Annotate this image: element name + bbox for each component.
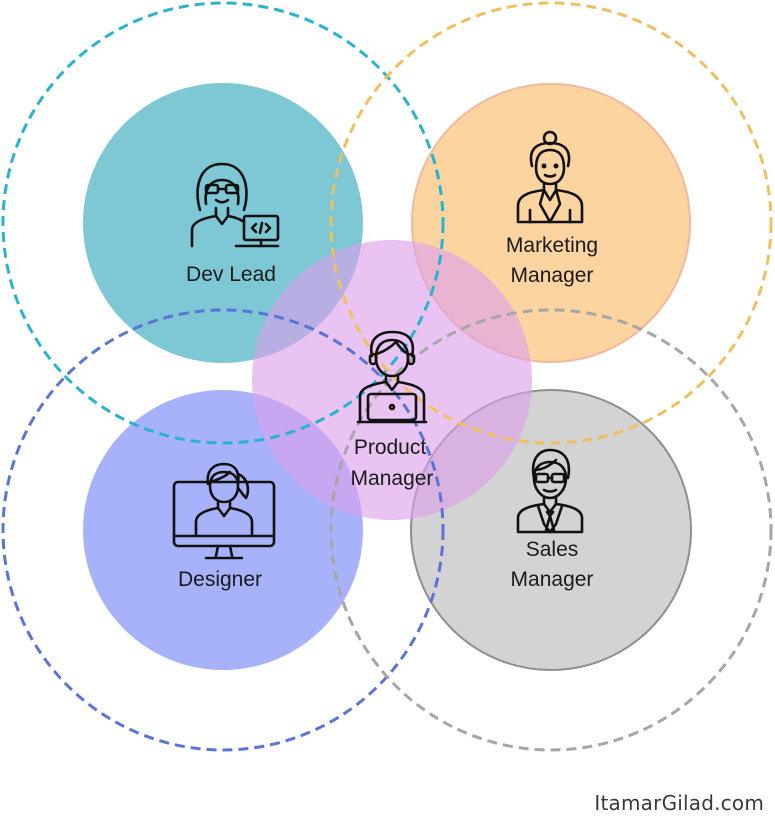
website-credit: ItamarGilad.com <box>594 791 764 815</box>
businesswoman-icon <box>516 130 584 224</box>
product-manager-label-line1: Product <box>354 436 427 459</box>
marketing-manager-label-line1: Marketing <box>506 234 598 257</box>
person-at-laptop-icon <box>356 330 428 424</box>
sales-influence-ring <box>329 308 773 752</box>
businessman-with-glasses-icon <box>516 448 584 534</box>
product-manager-label-line2: Manager <box>351 467 434 490</box>
marketing-influence-ring <box>329 1 773 445</box>
dev-lead-influence-ring <box>1 1 445 445</box>
designer-influence-ring <box>1 308 445 752</box>
marketing-manager-label-line2: Manager <box>511 264 594 287</box>
person-on-monitor-icon <box>172 462 276 560</box>
sales-manager-label-line2: Manager <box>511 568 594 591</box>
dev-lead-label: Dev Lead <box>186 263 276 286</box>
marketing-inner-ring <box>411 83 691 363</box>
designer-label: Designer <box>178 568 262 591</box>
sales-manager-label-line1: Sales <box>526 538 579 561</box>
developer-with-laptop-icon <box>190 162 280 248</box>
